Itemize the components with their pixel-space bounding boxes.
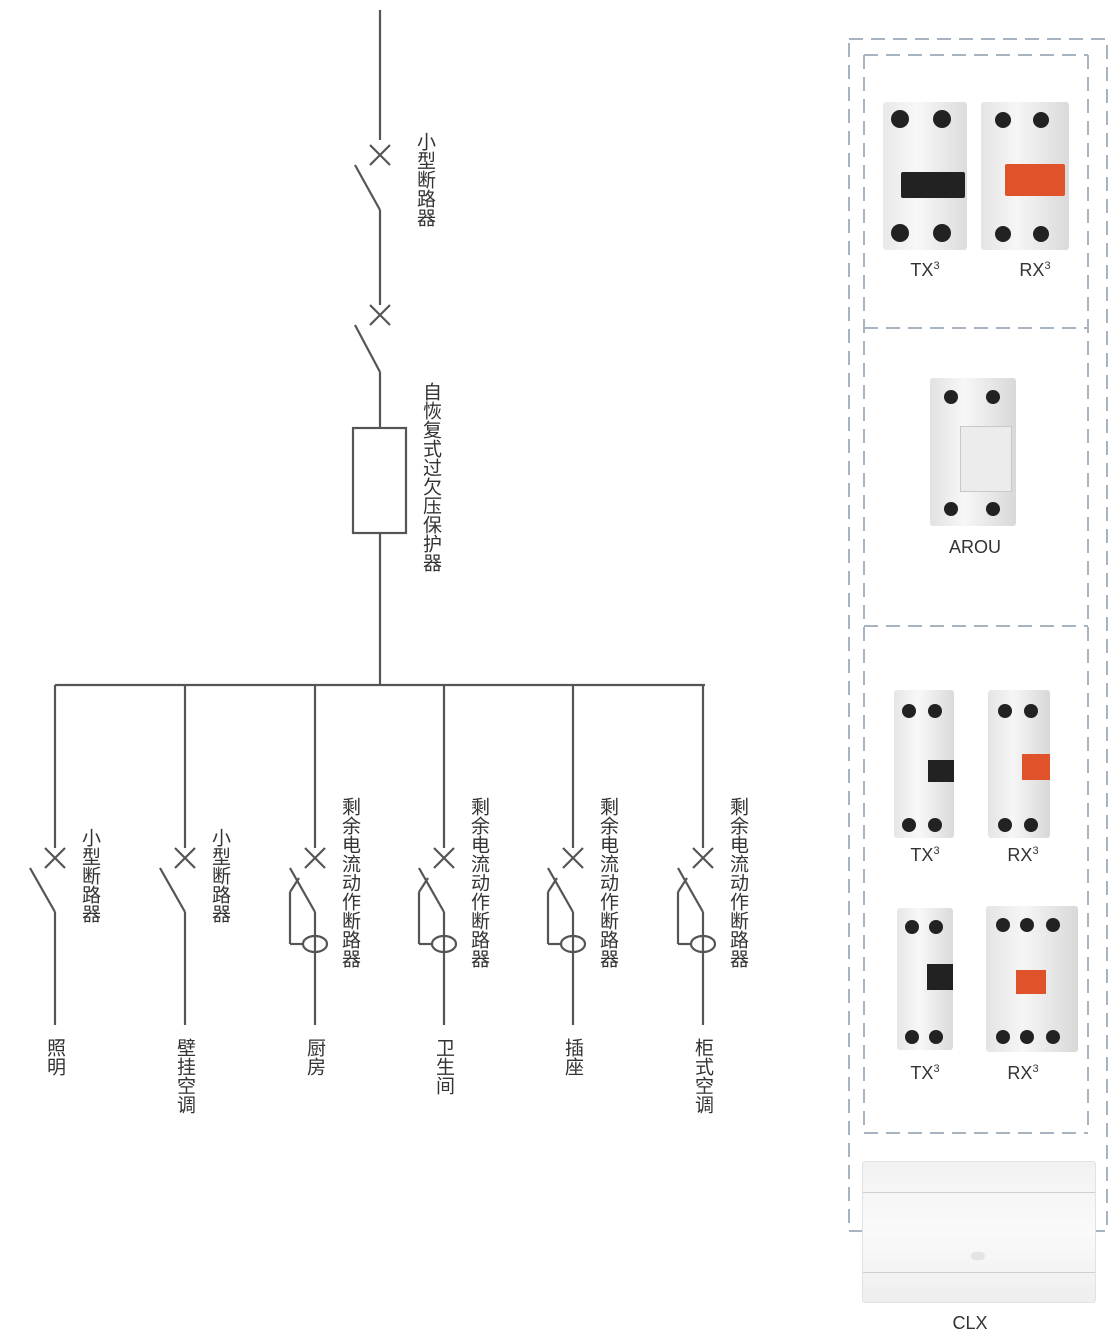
rcd-trip-link xyxy=(289,877,300,893)
main-breaker-label: 小型断路器 xyxy=(414,132,436,227)
branch-circuit-label: 卫生间 xyxy=(433,1038,455,1095)
branch-circuit-label: 壁挂空调 xyxy=(174,1038,196,1114)
breaker-contact xyxy=(159,867,186,913)
branch-circuit-label: 照明 xyxy=(44,1038,66,1076)
product-label-arou: AROU xyxy=(948,537,1001,557)
breaker-contact xyxy=(29,867,56,913)
branch-circuit-label: 柜式空调 xyxy=(692,1038,714,1114)
rx3-rcbo-image-2 xyxy=(986,906,1078,1052)
rcd-trip-link xyxy=(677,877,688,893)
branch-device-label: 剩余电流动作断路器 xyxy=(597,797,619,968)
branch-device-label: 剩余电流动作断路器 xyxy=(727,797,749,968)
main-breaker-1-symbol xyxy=(354,144,391,305)
product-label-tx3-a: TX3 xyxy=(910,260,940,280)
breaker-cross xyxy=(174,847,196,869)
product-label-rx3-a: RX3 xyxy=(1019,260,1051,280)
tx3-rcbo-image xyxy=(894,690,954,838)
orange-handle-icon xyxy=(1005,164,1065,196)
black-handle-icon xyxy=(927,964,953,990)
product-label-clx: CLX xyxy=(952,1313,988,1333)
product-label-tx3-c: TX3 xyxy=(910,1063,940,1083)
branch-device-label: 小型断路器 xyxy=(79,828,101,923)
product-label-rx3-c: RX3 xyxy=(1007,1063,1039,1083)
clx-enclosure-image xyxy=(862,1161,1096,1303)
breaker-contact xyxy=(547,867,574,913)
branch-device-label: 剩余电流动作断路器 xyxy=(339,797,361,968)
main-breaker-2-symbol xyxy=(354,304,391,428)
rcd-trip-link xyxy=(418,877,429,893)
breaker-contact xyxy=(289,867,316,913)
branch-circuit-label: 厨房 xyxy=(304,1038,326,1076)
breaker-contact xyxy=(418,867,445,913)
protector-label: 自恢复式过欠压保护器 xyxy=(420,382,442,572)
breaker-cross xyxy=(304,847,326,869)
breaker-cross xyxy=(433,847,455,869)
product-label-rx3-b: RX3 xyxy=(1007,845,1039,865)
tx3-breaker-image xyxy=(883,102,967,250)
wiring-diagram xyxy=(29,10,717,1025)
breaker-cross xyxy=(562,847,584,869)
branch-device-label: 剩余电流动作断路器 xyxy=(468,797,490,968)
orange-handle-icon xyxy=(1022,754,1050,780)
breaker-contact xyxy=(677,867,704,913)
protector-symbol xyxy=(351,426,408,535)
product-panel-frame xyxy=(848,38,1108,1232)
orange-handle-icon xyxy=(1016,970,1046,994)
rcd-sensor-icon xyxy=(430,934,458,954)
rcd-sensor-icon xyxy=(689,934,717,954)
black-handle-icon xyxy=(928,760,954,782)
arou-protector-image xyxy=(930,378,1016,526)
product-label-tx3-b: TX3 xyxy=(910,845,940,865)
rx3-breaker-image xyxy=(981,102,1069,250)
rx3-rcbo-image xyxy=(988,690,1050,838)
rcd-sensor-icon xyxy=(301,934,329,954)
branch-device-label: 小型断路器 xyxy=(209,828,231,923)
tx3-rcbo-image-2 xyxy=(897,908,953,1050)
branch-circuit-label: 插座 xyxy=(562,1038,584,1076)
breaker-cross xyxy=(692,847,714,869)
black-handle-icon xyxy=(901,172,965,198)
breaker-cross xyxy=(44,847,66,869)
rcd-trip-link xyxy=(547,877,558,893)
rcd-sensor-icon xyxy=(559,934,587,954)
